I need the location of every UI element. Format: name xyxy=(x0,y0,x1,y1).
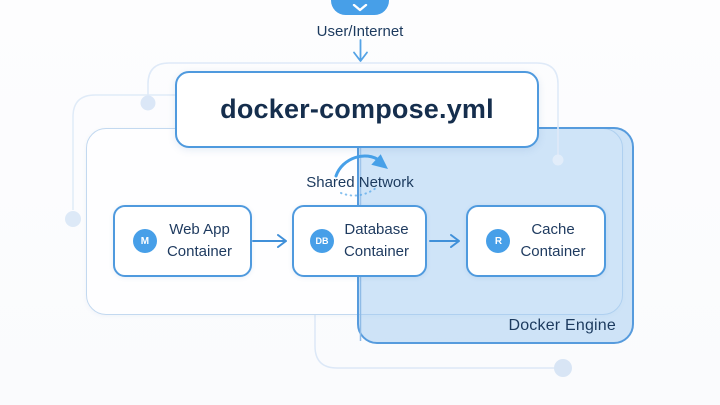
webapp-label-line1: Web App xyxy=(169,221,230,239)
webapp-badge-icon: M xyxy=(132,229,157,253)
shared-network-label: Shared Network xyxy=(306,174,414,191)
database-container-label: Database Container xyxy=(344,219,409,263)
decorative-frame xyxy=(147,62,559,157)
cache-container-label: Cache Container xyxy=(520,219,585,263)
chevron-down-icon xyxy=(352,4,368,12)
cache-label-line2: Container xyxy=(520,243,586,260)
cache-container-box: R Cache Container xyxy=(466,205,606,277)
user-node-pill xyxy=(331,0,389,15)
decorative-line-left xyxy=(72,94,180,210)
decorative-line-bottom xyxy=(314,313,558,369)
database-label-line2: Container xyxy=(343,243,410,260)
webapp-label-line2: Container xyxy=(166,243,233,260)
database-label-line1: Database xyxy=(344,221,409,239)
decorative-dot xyxy=(552,154,564,166)
curved-arrow-head xyxy=(371,154,388,169)
decorative-dot xyxy=(554,359,572,377)
docker-compose-box: docker-compose.yml xyxy=(175,71,539,148)
decorative-dot xyxy=(140,95,156,111)
webapp-container-label: Web App Container xyxy=(167,219,232,263)
database-container-box: DB Database Container xyxy=(292,205,427,277)
arrow-webapp-to-database xyxy=(252,234,287,248)
docker-compose-title: docker-compose.yml xyxy=(220,94,494,124)
decorative-dot xyxy=(65,211,81,227)
database-badge-icon: DB xyxy=(309,229,334,253)
docker-engine-label: Docker Engine xyxy=(508,317,616,334)
arrow-user-to-compose xyxy=(353,39,368,62)
cache-badge-icon: R xyxy=(486,229,511,253)
cache-label-line1: Cache xyxy=(531,221,575,239)
curved-refresh-arrow-icon xyxy=(334,154,382,178)
webapp-container-box: M Web App Container xyxy=(113,205,252,277)
user-internet-label: User/Internet xyxy=(316,23,404,40)
arrow-database-to-cache xyxy=(429,234,460,248)
